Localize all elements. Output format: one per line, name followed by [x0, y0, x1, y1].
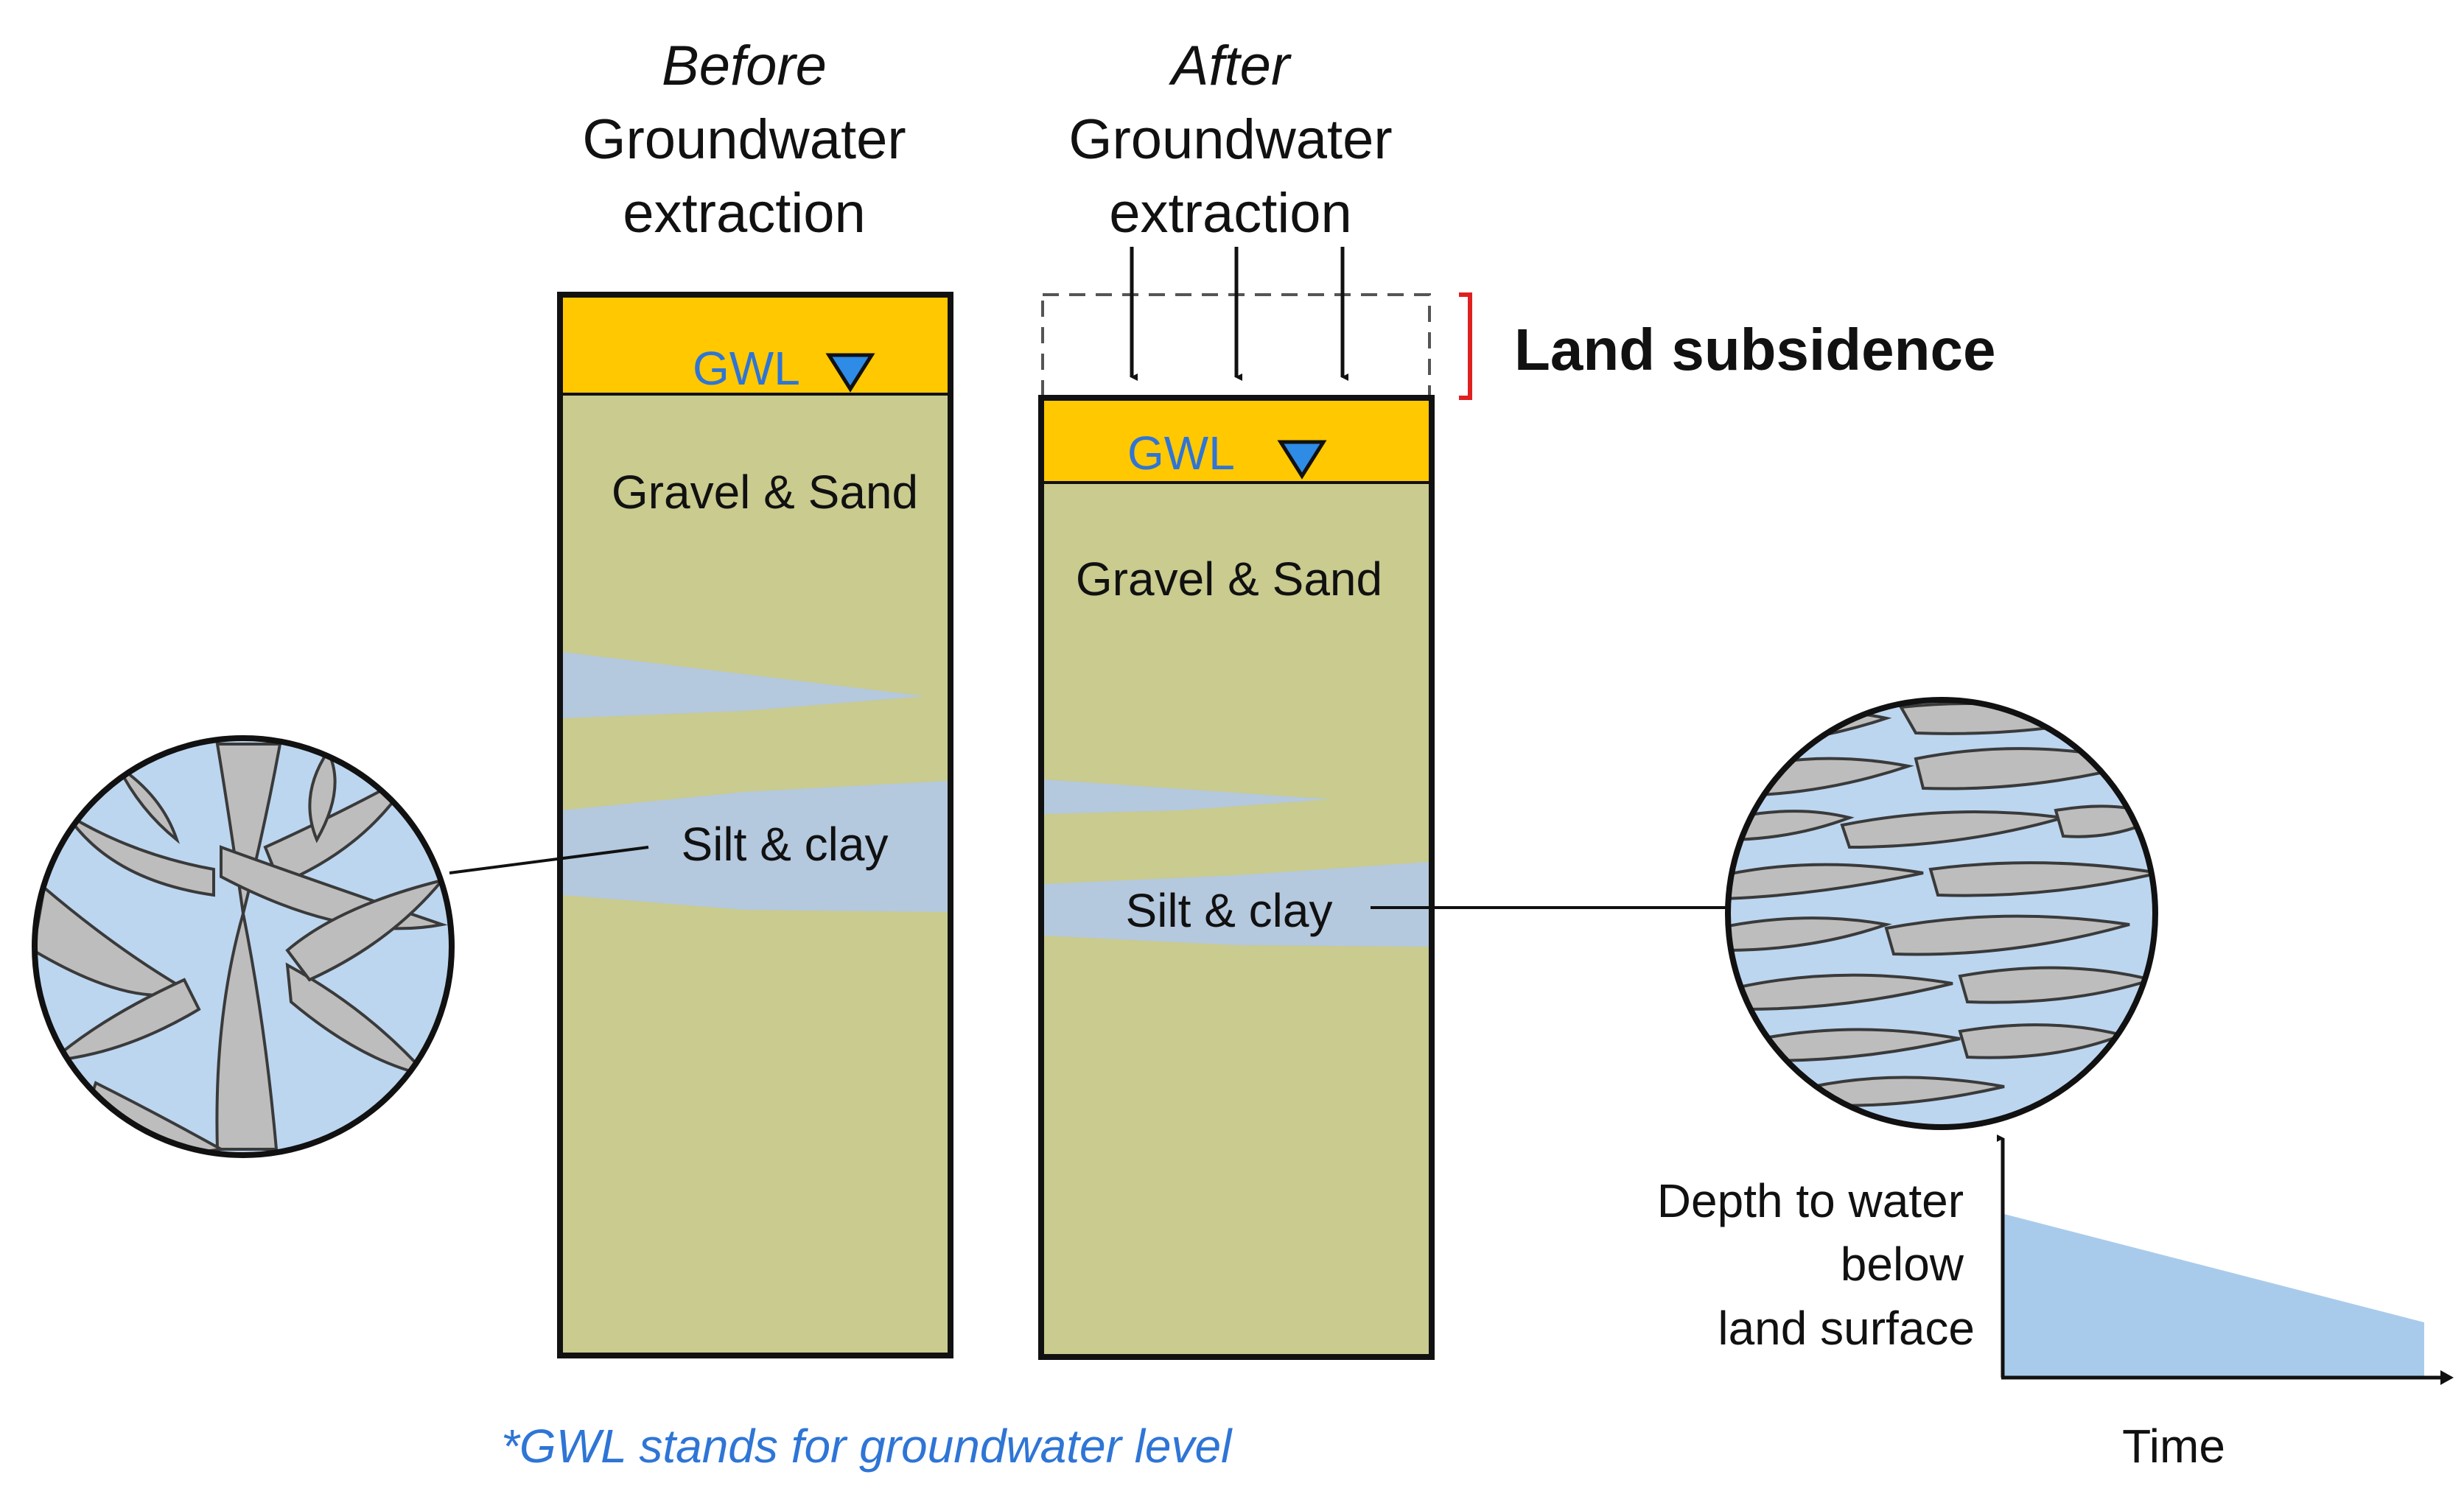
after-heading-italic: After: [1171, 35, 1290, 97]
before-heading-italic: Before: [662, 35, 827, 97]
before-topsoil-layer: [560, 295, 951, 394]
after-topsoil-layer: [1041, 398, 1432, 483]
depth-time-inset-chart: Depth to water below land surface Time: [1657, 1134, 2454, 1473]
before-clay-lens-main: [562, 781, 948, 912]
before-column: GWL Gravel & Sand Silt & clay: [557, 292, 953, 1358]
depth-area: [2004, 1214, 2424, 1376]
inset-xlabel: Time: [2122, 1420, 2225, 1473]
before-gravel-label: Gravel & Sand: [612, 466, 918, 519]
after-heading: After Groundwater extraction: [1046, 29, 1415, 250]
gwl-footnote: *GWL stands for groundwater level: [501, 1420, 1233, 1473]
after-heading-line2: Groundwater: [1068, 108, 1393, 171]
inset-ylabel-line2: below: [1841, 1238, 1964, 1291]
inset-ylabel-line3: land surface: [1718, 1302, 1975, 1355]
subsidence-bracket: [1459, 292, 1472, 400]
before-gwl-label: GWL: [693, 342, 800, 395]
after-clay-label: Silt & clay: [1126, 884, 1333, 937]
before-heading-line2: Groundwater: [582, 108, 906, 171]
subsidence-label: Land subsidence: [1514, 317, 1995, 382]
magnifier-loose-grains: [32, 735, 649, 1158]
after-column: GWL Gravel & Sand Silt & clay: [1038, 247, 1435, 1360]
after-heading-line3: extraction: [1109, 182, 1352, 245]
before-heading-line3: extraction: [623, 182, 866, 245]
inset-ylabel-line1: Depth to water: [1657, 1174, 1964, 1227]
before-clay-label: Silt & clay: [682, 818, 889, 871]
x-axis-arrow-icon: [2440, 1370, 2454, 1385]
after-gravel-label: Gravel & Sand: [1076, 553, 1382, 606]
gwl-marker-icon: [1277, 440, 1327, 480]
gwl-marker-icon: [825, 353, 875, 393]
before-heading: Before Groundwater extraction: [560, 29, 928, 250]
after-clay-lens-main: [1043, 862, 1429, 947]
after-gwl-label: GWL: [1127, 427, 1235, 480]
magnifier-compacted-grains: [1371, 697, 2158, 1130]
before-clay-lens-upper: [562, 652, 925, 718]
after-clay-lens-upper: [1043, 779, 1330, 814]
